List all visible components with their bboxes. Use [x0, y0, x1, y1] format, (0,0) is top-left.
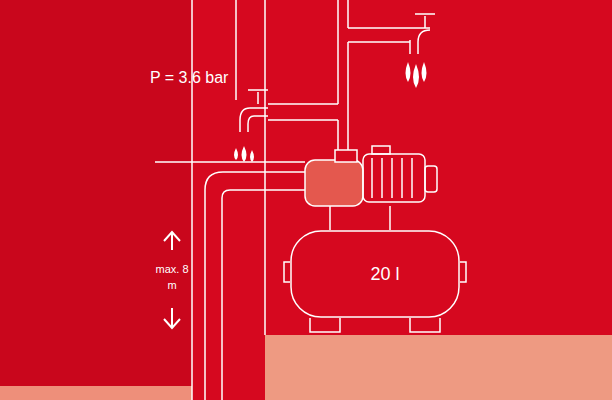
- pump-outlet: [335, 150, 357, 162]
- water-drop: [250, 150, 254, 162]
- arrow-up: [164, 232, 180, 250]
- water-drop: [242, 146, 247, 162]
- height-label: max. 8 m: [150, 262, 194, 294]
- wall-line: [235, 0, 237, 100]
- ground-line: [155, 161, 305, 163]
- tank-box: 20 l: [290, 230, 460, 318]
- pump-housing: [305, 160, 363, 206]
- well-water: [0, 386, 192, 400]
- pump-motor: [363, 154, 425, 202]
- wall-line: [191, 0, 193, 400]
- tank-feet: [310, 318, 440, 332]
- water-drop: [413, 64, 419, 88]
- tank-shape: [291, 231, 459, 317]
- tap-handle: [248, 90, 268, 104]
- wall-line: [264, 0, 266, 335]
- tank-volume: 20 l: [370, 264, 399, 285]
- branch-pipe: [268, 104, 338, 120]
- suction-pipe: [205, 172, 310, 400]
- floor: [265, 335, 612, 400]
- suction-pipe: [222, 190, 310, 400]
- well-shaft: [0, 0, 192, 400]
- motor-cap: [425, 166, 437, 192]
- tap: [410, 30, 430, 54]
- water-drop: [422, 62, 427, 82]
- water-drop: [406, 62, 411, 82]
- motor-fins: [372, 158, 412, 198]
- pressure-label: P = 3.6 bar: [150, 66, 270, 89]
- water-drop: [234, 148, 238, 160]
- arrow-down: [164, 308, 180, 328]
- terminal-box: [372, 146, 390, 154]
- tap: [240, 108, 268, 132]
- riser-pipe: [347, 0, 349, 152]
- pump-mount: [330, 206, 390, 230]
- tap-handle: [415, 14, 435, 28]
- riser-pipe: [337, 0, 339, 152]
